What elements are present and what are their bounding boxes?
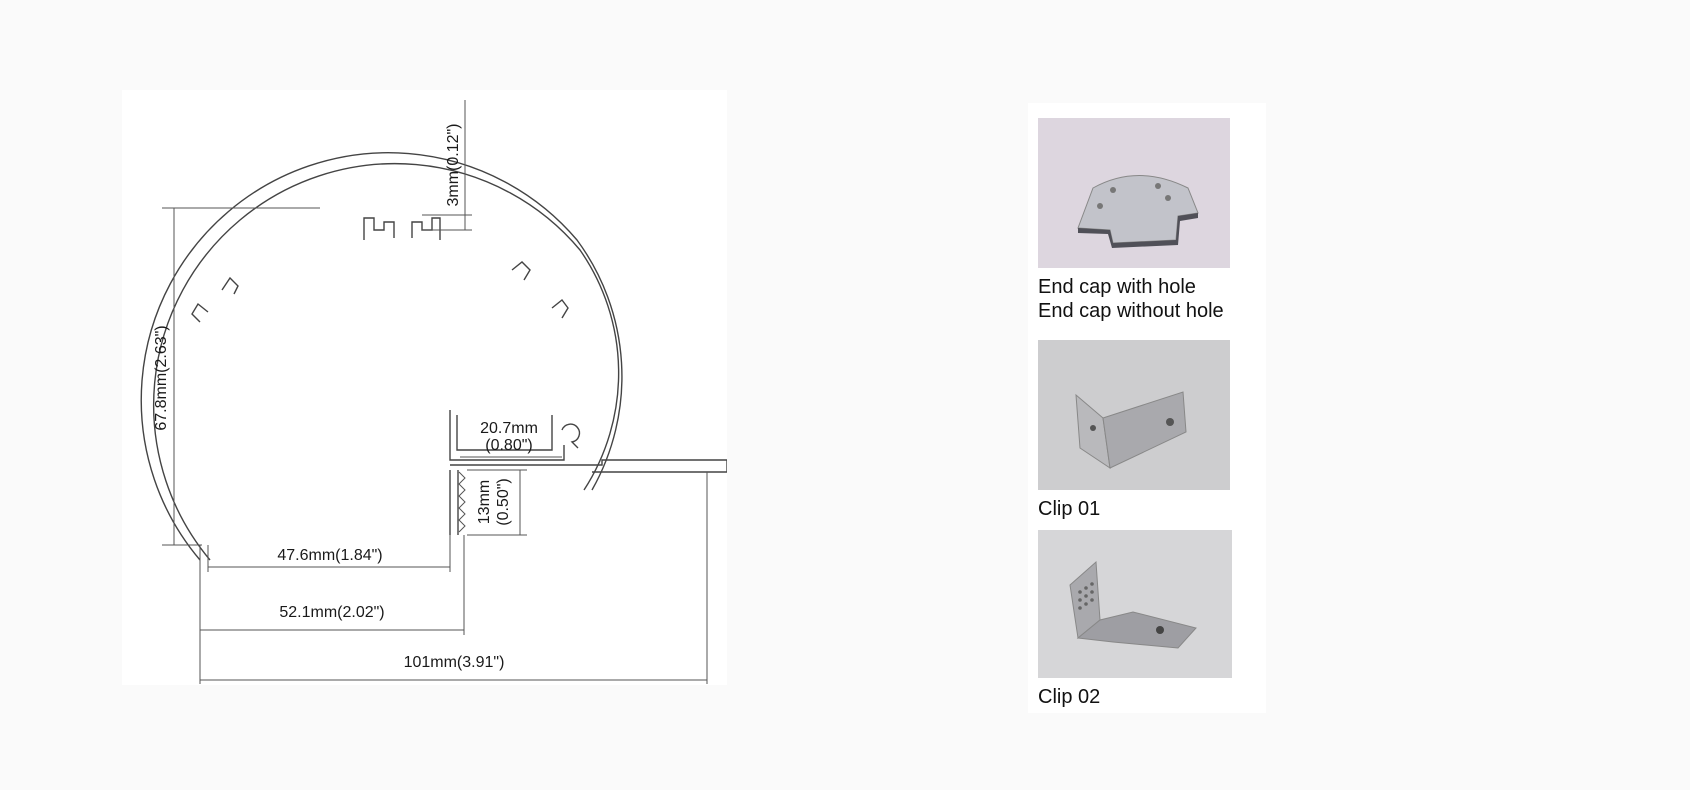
profile-led-channel	[449, 410, 565, 461]
end-cap-without-hole-label: End cap without hole	[1038, 300, 1224, 322]
profile-bottom-flange	[450, 459, 727, 473]
profile-vertical-wall	[449, 470, 459, 535]
dim-total-width-label: 101mm(3.91")	[404, 654, 505, 671]
clip-01-label: Clip 01	[1038, 498, 1101, 520]
accessories-panel: End cap with hole End cap without hole C…	[1028, 103, 1266, 713]
dim-slot-depth-in: (0.50")	[495, 478, 512, 525]
profile-flange-hook	[561, 423, 581, 449]
profile-cross-section-drawing: 67.8mm(2.63") 3mm(0.12") 20.7mm (0.80") …	[140, 100, 727, 684]
dim-inner-width-label: 47.6mm(1.84")	[277, 547, 382, 564]
end-cap-with-hole-label: End cap with hole	[1038, 276, 1196, 298]
profile-drawing-panel: 67.8mm(2.63") 3mm(0.12") 20.7mm (0.80") …	[122, 90, 727, 685]
dim-height-label: 67.8mm(2.63")	[153, 325, 170, 430]
end-cap-photo	[1038, 118, 1230, 268]
clip-02-label: Clip 02	[1038, 686, 1101, 708]
profile-side-hooks-right	[511, 261, 569, 319]
profile-inner-arc	[152, 163, 620, 561]
clip-01-photo	[1038, 340, 1230, 490]
profile-outer-arc	[140, 152, 623, 561]
clip-02-photo	[1038, 530, 1232, 678]
profile-side-hooks-left	[191, 276, 239, 323]
profile-serration	[458, 471, 466, 533]
dim-top-label: 3mm(0.12")	[445, 123, 462, 206]
dim-slot-width-mm: 20.7mm	[480, 420, 538, 437]
profile-top-lugs	[363, 217, 441, 240]
dim-mid-width-label: 52.1mm(2.02")	[279, 604, 384, 621]
dim-slot-depth-mm: 13mm	[476, 480, 493, 524]
dim-slot-width-in: (0.80")	[485, 437, 532, 454]
